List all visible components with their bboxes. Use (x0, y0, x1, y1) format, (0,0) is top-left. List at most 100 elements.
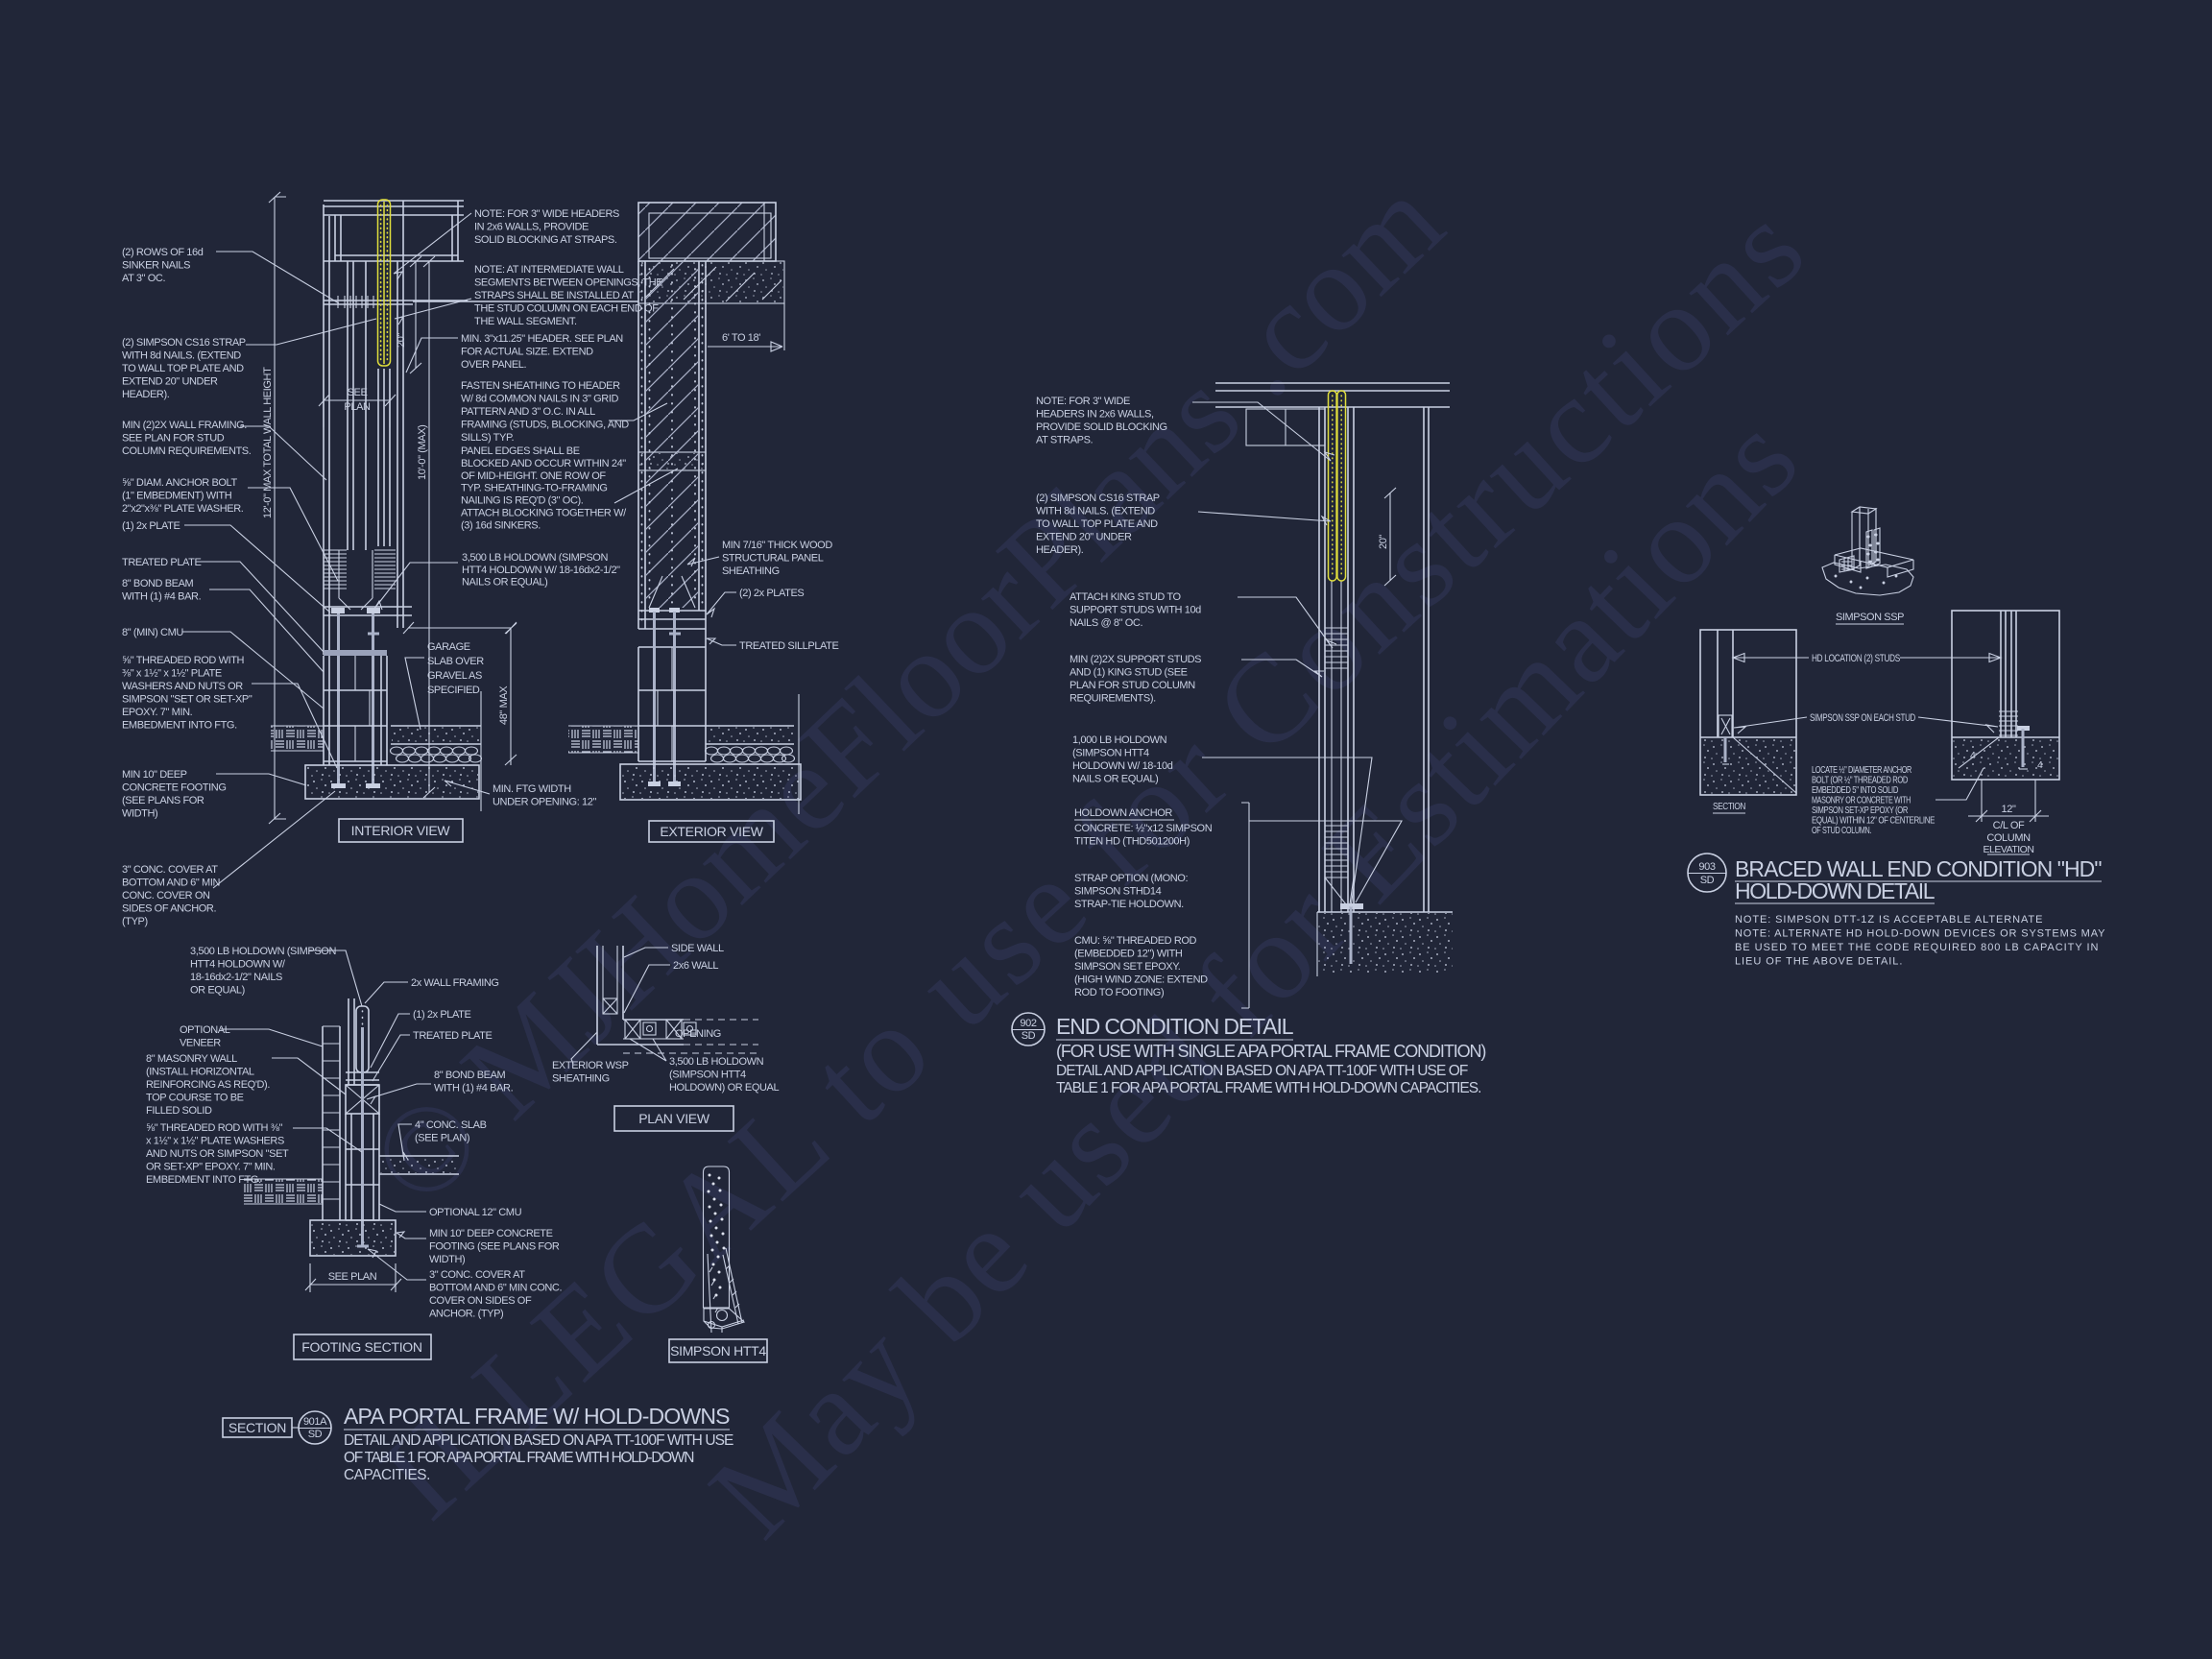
svg-text:OPTIONAL 12" CMU: OPTIONAL 12" CMU (429, 1207, 522, 1218)
svg-text:48" MAX: 48" MAX (498, 685, 510, 725)
svg-text:C/L OF: C/L OF (1993, 820, 2025, 831)
svg-text:APA PORTAL FRAME W/ HOLD-DOWNS: APA PORTAL FRAME W/ HOLD-DOWNS (344, 1404, 730, 1429)
svg-text:LOCATE ½" DIAMETER ANCHOR: LOCATE ½" DIAMETER ANCHOR (1812, 764, 1912, 776)
svg-text:STRAP-TIE HOLDOWN.: STRAP-TIE HOLDOWN. (1074, 899, 1184, 910)
svg-text:10'-0" (MAX): 10'-0" (MAX) (417, 425, 428, 480)
svg-text:NOTE: ALTERNATE HD HOLD-DOWN D: NOTE: ALTERNATE HD HOLD-DOWN DEVICES OR … (1735, 928, 2105, 940)
svg-text:THE WALL SEGMENT.: THE WALL SEGMENT. (474, 316, 577, 327)
svg-text:STRAP OPTION (MONO:: STRAP OPTION (MONO: (1074, 873, 1188, 884)
svg-text:MIN 10" DEEP: MIN 10" DEEP (122, 769, 187, 781)
svg-text:OPTIONAL: OPTIONAL (180, 1024, 230, 1036)
svg-text:4: 4 (1970, 750, 1976, 761)
svg-text:MIN 7/16" THICK WOOD: MIN 7/16" THICK WOOD (722, 540, 832, 551)
svg-text:12'-0" MAX TOTAL WALL HEIGHT: 12'-0" MAX TOTAL WALL HEIGHT (262, 367, 274, 518)
svg-text:x 1½" x 1½" PLATE WASHERS: x 1½" x 1½" PLATE WASHERS (146, 1136, 284, 1147)
svg-text:(INSTALL HORIZONTAL: (INSTALL HORIZONTAL (146, 1067, 254, 1078)
svg-text:3" CONC. COVER AT: 3" CONC. COVER AT (429, 1269, 525, 1281)
svg-text:(1) 2x PLATE: (1) 2x PLATE (413, 1009, 470, 1021)
svg-text:BLOCKED AND OCCUR WITHIN 24": BLOCKED AND OCCUR WITHIN 24" (461, 458, 626, 469)
svg-text:OR SET-XP" EPOXY. 7" MIN.: OR SET-XP" EPOXY. 7" MIN. (146, 1162, 276, 1173)
svg-text:NOTE: FOR 3" WIDE HEADERS: NOTE: FOR 3" WIDE HEADERS (474, 208, 619, 220)
svg-text:W/ 8d COMMON NAILS IN 3" GRID: W/ 8d COMMON NAILS IN 3" GRID (461, 394, 619, 405)
svg-text:PATTERN AND 3" O.C. IN ALL: PATTERN AND 3" O.C. IN ALL (461, 406, 595, 418)
svg-text:TREATED PLATE: TREATED PLATE (122, 557, 201, 568)
svg-text:THE STUD COLUMN ON EACH END OF: THE STUD COLUMN ON EACH END OF (474, 303, 659, 315)
svg-text:HOLDOWN ANCHOR: HOLDOWN ANCHOR (1074, 807, 1172, 819)
svg-text:UNDER OPENING: 12": UNDER OPENING: 12" (493, 797, 596, 808)
svg-text:COVER ON SIDES OF: COVER ON SIDES OF (429, 1295, 532, 1307)
svg-text:FILLED SOLID: FILLED SOLID (146, 1105, 212, 1117)
svg-text:(1" EMBEDMENT) WITH: (1" EMBEDMENT) WITH (122, 491, 232, 502)
svg-text:20": 20" (396, 333, 407, 348)
svg-text:TOP COURSE TO BE: TOP COURSE TO BE (146, 1093, 244, 1104)
svg-text:HOLDOWN W/ 18-10d: HOLDOWN W/ 18-10d (1072, 760, 1173, 772)
svg-text:8" BOND BEAM: 8" BOND BEAM (122, 578, 194, 589)
svg-text:SINKER NAILS: SINKER NAILS (122, 260, 190, 272)
svg-text:NOTE: SIMPSON DTT-1Z IS ACCEPT: NOTE: SIMPSON DTT-1Z IS ACCEPTABLE ALTER… (1735, 914, 2042, 926)
svg-text:TYP. SHEATHING-TO-FRAMING: TYP. SHEATHING-TO-FRAMING (461, 483, 608, 494)
svg-text:(3) 16d SINKERS.: (3) 16d SINKERS. (461, 520, 541, 532)
svg-text:PLAN FOR STUD COLUMN: PLAN FOR STUD COLUMN (1070, 680, 1195, 691)
svg-text:2x WALL FRAMING: 2x WALL FRAMING (411, 977, 499, 989)
svg-text:SIDE WALL: SIDE WALL (671, 943, 724, 954)
svg-text:VENEER: VENEER (180, 1038, 221, 1049)
svg-text:BOLT (OR ½" THREADED ROD: BOLT (OR ½" THREADED ROD (1812, 775, 1909, 786)
svg-text:4" CONC. SLAB: 4" CONC. SLAB (415, 1119, 487, 1131)
svg-text:FASTEN SHEATHING TO HEADER: FASTEN SHEATHING TO HEADER (461, 380, 620, 392)
svg-text:(HIGH WIND ZONE: EXTEND: (HIGH WIND ZONE: EXTEND (1074, 974, 1208, 986)
svg-text:STRUCTURAL PANEL: STRUCTURAL PANEL (722, 553, 824, 565)
svg-text:FOR ACTUAL SIZE. EXTEND: FOR ACTUAL SIZE. EXTEND (461, 347, 593, 358)
svg-text:(EMBEDDED 12") WITH: (EMBEDDED 12") WITH (1074, 949, 1183, 960)
svg-text:PLAN VIEW: PLAN VIEW (638, 1111, 710, 1126)
svg-text:BE USED TO MEET THE CODE REQUI: BE USED TO MEET THE CODE REQUIRED 800 LB… (1735, 942, 2098, 953)
svg-text:(TYP): (TYP) (122, 916, 148, 927)
svg-text:⅝" DIAM. ANCHOR BOLT: ⅝" DIAM. ANCHOR BOLT (122, 477, 237, 489)
svg-text:3,500 LB HOLDOWN (SIMPSON: 3,500 LB HOLDOWN (SIMPSON (190, 946, 336, 957)
svg-text:LIEU OF THE ABOVE DETAIL.: LIEU OF THE ABOVE DETAIL. (1735, 956, 1902, 968)
svg-text:EMBEDDED 5" INTO SOLID: EMBEDDED 5" INTO SOLID (1812, 784, 1899, 796)
svg-text:(SEE PLANS FOR: (SEE PLANS FOR (122, 795, 204, 806)
svg-text:SD: SD (308, 1429, 323, 1440)
svg-text:GRAVEL AS: GRAVEL AS (427, 670, 482, 682)
svg-text:HEADER).: HEADER). (1036, 544, 1084, 556)
svg-text:SHEATHING: SHEATHING (552, 1073, 610, 1085)
svg-text:(2) 2x PLATES: (2) 2x PLATES (739, 588, 804, 599)
svg-text:WITH (1) #4 BAR.: WITH (1) #4 BAR. (122, 591, 202, 603)
svg-text:TABLE 1 FOR APA PORTAL FRAME W: TABLE 1 FOR APA PORTAL FRAME WITH HOLD-D… (1056, 1080, 1481, 1096)
svg-text:EMBEDMENT INTO FTG.: EMBEDMENT INTO FTG. (146, 1174, 261, 1186)
svg-text:3,500 LB HOLDOWN: 3,500 LB HOLDOWN (669, 1056, 764, 1068)
svg-text:COLUMN REQUIREMENTS.: COLUMN REQUIREMENTS. (122, 445, 252, 457)
svg-text:NAILS @ 8" OC.: NAILS @ 8" OC. (1070, 617, 1142, 629)
svg-text:WASHERS AND NUTS OR: WASHERS AND NUTS OR (122, 681, 243, 692)
svg-text:COLUMN: COLUMN (1986, 832, 2031, 844)
svg-text:REQUIREMENTS).: REQUIREMENTS). (1070, 693, 1156, 705)
svg-text:HEADER).: HEADER). (122, 389, 170, 400)
svg-text:8" BOND BEAM: 8" BOND BEAM (434, 1070, 506, 1081)
svg-text:ATTACH BLOCKING TOGETHER W/: ATTACH BLOCKING TOGETHER W/ (461, 508, 627, 519)
svg-text:SUPPORT STUDS WITH 10d: SUPPORT STUDS WITH 10d (1070, 605, 1201, 616)
svg-text:CAPACITIES.: CAPACITIES. (344, 1467, 430, 1483)
svg-text:(SIMPSON HTT4: (SIMPSON HTT4 (1072, 748, 1149, 759)
svg-text:MASONRY OR CONCRETE WITH: MASONRY OR CONCRETE WITH (1812, 795, 1911, 806)
svg-text:2"x2"x⅜" PLATE WASHER.: 2"x2"x⅜" PLATE WASHER. (122, 503, 244, 515)
svg-text:EXTERIOR VIEW: EXTERIOR VIEW (660, 824, 763, 839)
svg-text:NAILS OR EQUAL): NAILS OR EQUAL) (462, 577, 547, 589)
svg-text:MIN. 3"x11.25" HEADER. SEE PLA: MIN. 3"x11.25" HEADER. SEE PLAN (461, 333, 623, 345)
svg-text:(2) SIMPSON CS16 STRAP: (2) SIMPSON CS16 STRAP (1036, 493, 1160, 504)
svg-text:PROVIDE SOLID BLOCKING: PROVIDE SOLID BLOCKING (1036, 421, 1167, 433)
svg-text:EQUAL) WITHIN 12" OF CENTERLIN: EQUAL) WITHIN 12" OF CENTERLINE (1812, 815, 1935, 827)
svg-text:(FOR USE WITH SINGLE APA PORTA: (FOR USE WITH SINGLE APA PORTAL FRAME CO… (1056, 1042, 1486, 1061)
svg-text:SLAB OVER: SLAB OVER (427, 656, 484, 667)
svg-text:18-16dx2-1/2" NAILS: 18-16dx2-1/2" NAILS (190, 972, 282, 983)
svg-text:12": 12" (2002, 804, 2016, 815)
svg-text:WITH (1) #4 BAR.: WITH (1) #4 BAR. (434, 1083, 514, 1094)
svg-text:EXTEND 20" UNDER: EXTEND 20" UNDER (1036, 532, 1132, 543)
svg-text:WIDTH): WIDTH) (122, 808, 157, 820)
svg-text:902: 902 (1020, 1018, 1036, 1029)
svg-text:DETAIL AND APPLICATION BASED O: DETAIL AND APPLICATION BASED ON APA TT-1… (1056, 1063, 1468, 1079)
svg-text:(1) 2x PLATE: (1) 2x PLATE (122, 520, 180, 532)
svg-text:MIN (2)2X SUPPORT STUDS: MIN (2)2X SUPPORT STUDS (1070, 654, 1201, 665)
svg-text:HTT4 HOLDOWN W/ 18-16dx2-1/2": HTT4 HOLDOWN W/ 18-16dx2-1/2" (462, 565, 620, 576)
svg-text:⅜" x 1½" x 1½" PLATE: ⅜" x 1½" x 1½" PLATE (122, 668, 222, 680)
svg-text:SIMPSON SET-XP EPOXY (OR: SIMPSON SET-XP EPOXY (OR (1812, 805, 1909, 816)
